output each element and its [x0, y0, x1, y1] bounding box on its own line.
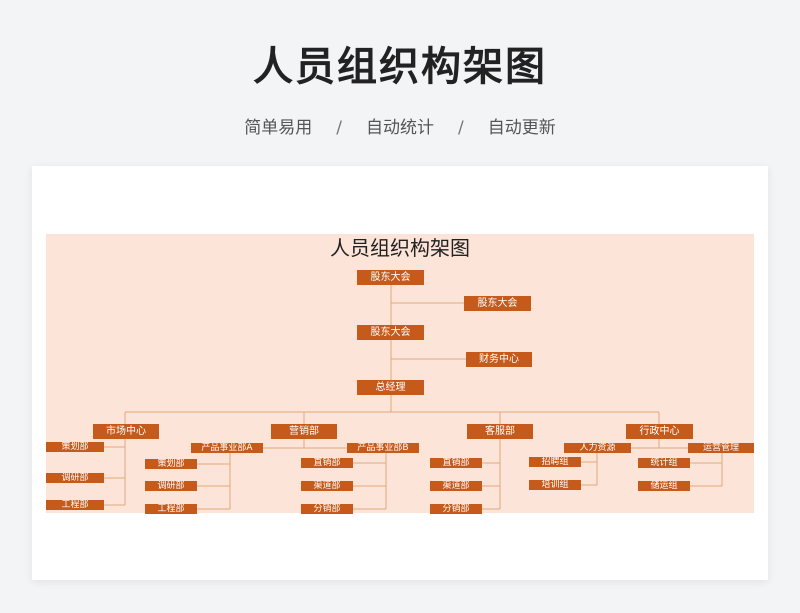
org-node: 股东大会: [357, 270, 424, 285]
org-node: 直销部: [301, 458, 353, 468]
feature-auto-stat: 自动统计: [366, 118, 434, 138]
org-node: 储运组: [638, 481, 690, 491]
feature-auto-update: 自动更新: [487, 118, 556, 138]
org-node: 分销部: [430, 504, 482, 514]
org-node: 策划部: [46, 442, 104, 452]
feature-easy: 简单易用: [244, 118, 313, 138]
org-node: 工程部: [145, 504, 197, 514]
org-chart-title: 人员组织构架图: [330, 236, 470, 260]
org-node: 招聘组: [529, 457, 581, 467]
org-node: 直销部: [430, 458, 482, 468]
org-node: 培训组: [529, 480, 581, 490]
org-node: 调研部: [145, 481, 197, 491]
org-node: 行政中心: [626, 424, 693, 439]
org-node: 策划部: [145, 459, 197, 469]
org-node: 股东大会: [357, 325, 424, 340]
page-title: 人员组织构架图: [253, 44, 547, 90]
org-node: 股东大会: [464, 296, 531, 311]
org-node: 客服部: [467, 424, 533, 439]
org-node: 统计组: [638, 458, 690, 468]
separator: /: [336, 118, 342, 138]
org-node: 分销部: [301, 504, 353, 514]
org-node: 人力资源: [564, 443, 631, 453]
separator: /: [458, 118, 464, 138]
org-node: 产品事业部A: [191, 443, 263, 453]
org-node: 工程部: [46, 500, 104, 510]
org-node: 渠道部: [301, 481, 353, 491]
org-node: 产品事业部B: [347, 443, 419, 453]
feature-list: 简单易用 / 自动统计 / 自动更新: [0, 113, 800, 138]
org-node: 总经理: [357, 380, 424, 395]
org-node: 市场中心: [93, 424, 159, 439]
org-node: 调研部: [46, 473, 104, 483]
org-node: 财务中心: [466, 352, 532, 367]
org-node: 营销部: [271, 424, 337, 439]
org-node: 运营管理: [688, 443, 754, 453]
org-node: 渠道部: [430, 481, 482, 491]
